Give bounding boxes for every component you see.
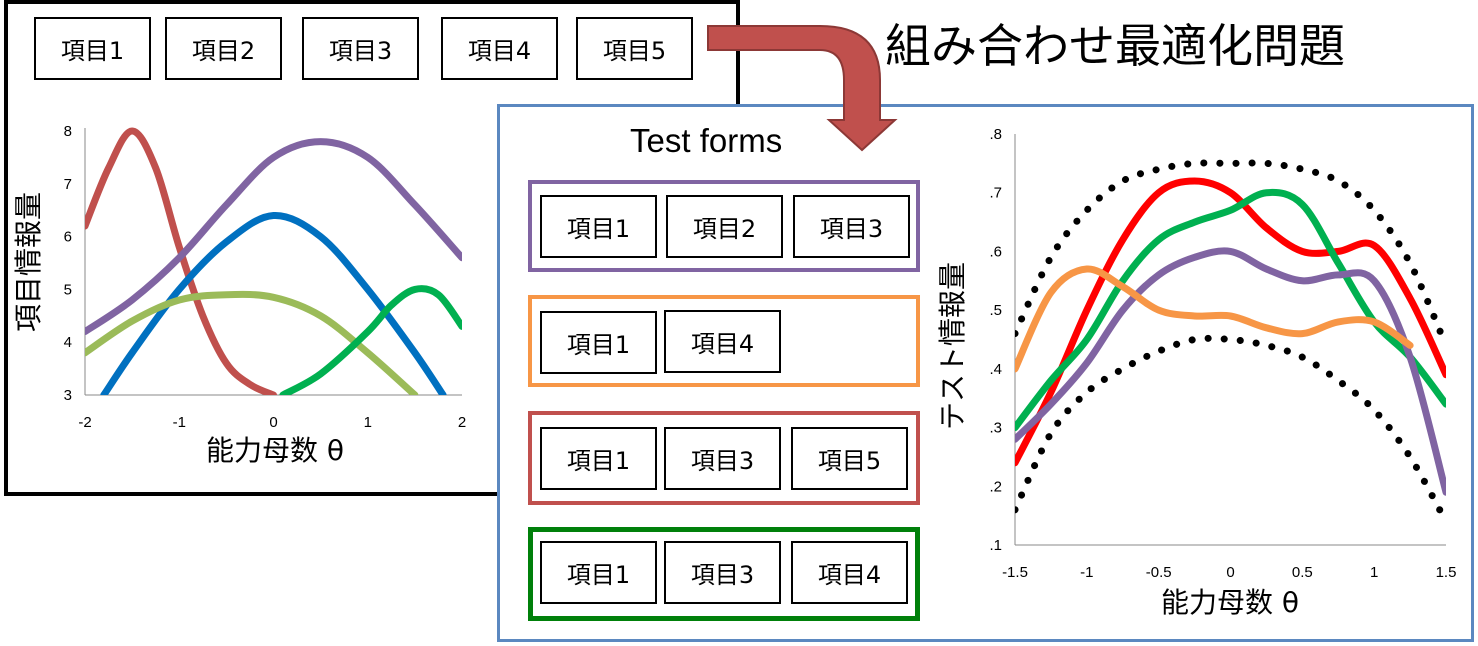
right-chart-ylabel: テスト情報量 bbox=[936, 262, 969, 430]
right-chart-series-line-6 bbox=[1015, 265, 1414, 373]
item-bank-item-5: 項目5 bbox=[576, 17, 693, 80]
form-1-item-1: 項目1 bbox=[540, 195, 657, 258]
right-chart-x-tick: 0 bbox=[1226, 564, 1234, 581]
right-chart-y-tick: .3 bbox=[989, 420, 1002, 437]
left-chart-series-line-2 bbox=[85, 138, 462, 336]
left-chart-x-tick: -1 bbox=[173, 414, 186, 431]
form-3-item-2: 項目3 bbox=[664, 427, 781, 490]
right-chart-series-line-1 bbox=[1015, 159, 1446, 349]
page-title: 組み合わせ最適化問題 bbox=[885, 19, 1345, 73]
right-chart-axes bbox=[1014, 134, 1446, 546]
left-chart-ticks: -2 -1 0 1 2 3 4 5 6 7 8 bbox=[64, 123, 467, 431]
left-chart-x-tick: 1 bbox=[364, 414, 372, 431]
form-1-item-2: 項目2 bbox=[666, 195, 783, 258]
right-chart-ticks: -1.5 -1 -0.5 0 0.5 1 1.5 .1 .2 .3 .4 .5 .6 .7 .8 bbox=[989, 126, 1456, 581]
left-chart-y-tick: 5 bbox=[64, 281, 72, 298]
form-3-item-1: 項目1 bbox=[540, 427, 657, 490]
left-chart-y-tick: 6 bbox=[64, 229, 72, 246]
left-chart-ylabel: 項目情報量 bbox=[12, 192, 45, 332]
left-chart-axes bbox=[84, 128, 462, 396]
right-chart-y-tick: .8 bbox=[989, 126, 1002, 143]
right-chart-y-tick: .4 bbox=[989, 361, 1002, 378]
left-chart-y-tick: 3 bbox=[64, 387, 72, 404]
right-chart-x-tick: 0.5 bbox=[1292, 564, 1313, 581]
right-chart-x-tick: 1.5 bbox=[1436, 564, 1457, 581]
left-chart-xlabel: 能力母数 θ bbox=[206, 434, 344, 467]
right-chart-series-line-4 bbox=[1015, 188, 1446, 432]
arrow-icon bbox=[707, 25, 898, 152]
right-chart-y-tick: .2 bbox=[989, 478, 1002, 495]
right-chart-x-tick: 1 bbox=[1370, 564, 1378, 581]
right-chart-y-tick: .1 bbox=[989, 537, 1002, 554]
left-chart-x-tick: 2 bbox=[458, 414, 466, 431]
right-chart-series-line-5 bbox=[1015, 247, 1446, 496]
item-bank-item-2: 項目2 bbox=[165, 17, 282, 80]
left-chart-series-line-4 bbox=[85, 290, 419, 395]
left-chart-series-line-3 bbox=[100, 211, 447, 395]
right-chart-series bbox=[1015, 159, 1446, 525]
right-chart-series-line-2 bbox=[1015, 334, 1446, 525]
item-bank-item-4: 項目4 bbox=[441, 17, 558, 80]
right-chart-x-tick: -1 bbox=[1080, 564, 1093, 581]
form-4-item-1: 項目1 bbox=[540, 541, 657, 604]
item-bank-item-3: 項目3 bbox=[302, 17, 419, 80]
right-chart-y-tick: .6 bbox=[989, 243, 1002, 260]
right-chart-y-tick: .5 bbox=[989, 302, 1002, 319]
right-chart-xlabel: 能力母数 θ bbox=[1161, 586, 1299, 619]
form-2-item-1: 項目1 bbox=[540, 311, 657, 374]
left-chart-series-line-5 bbox=[279, 285, 462, 395]
left-chart-y-tick: 7 bbox=[64, 176, 72, 193]
right-chart-series-line-3 bbox=[1015, 177, 1446, 467]
right-chart-y-tick: .7 bbox=[989, 185, 1002, 202]
item-bank-item-1: 項目1 bbox=[34, 17, 151, 80]
left-chart-x-tick: 0 bbox=[269, 414, 277, 431]
form-2-item-2: 項目4 bbox=[664, 310, 781, 373]
left-chart-y-tick: 8 bbox=[64, 123, 72, 140]
test-forms-title: Test forms bbox=[630, 122, 783, 159]
form-4-item-2: 項目3 bbox=[664, 541, 781, 604]
left-chart-y-tick: 4 bbox=[64, 334, 72, 351]
left-chart-series bbox=[85, 127, 462, 395]
right-chart-x-tick: -0.5 bbox=[1146, 564, 1172, 581]
right-chart-x-tick: -1.5 bbox=[1002, 564, 1028, 581]
form-1-item-3: 項目3 bbox=[793, 195, 910, 258]
form-3-item-3: 項目5 bbox=[791, 427, 908, 490]
left-chart-x-tick: -2 bbox=[78, 414, 91, 431]
left-chart-series-line-1 bbox=[85, 127, 277, 395]
form-4-item-3: 項目4 bbox=[791, 541, 908, 604]
